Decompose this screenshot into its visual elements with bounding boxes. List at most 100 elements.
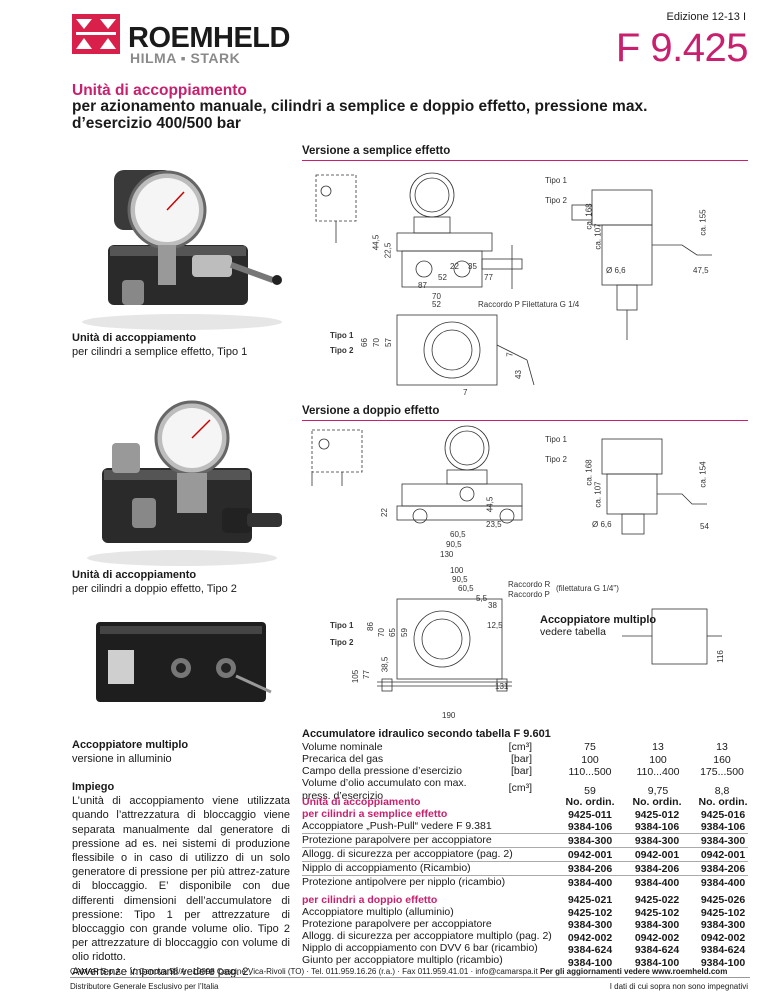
spec-value: 59 (584, 784, 596, 797)
order-code: 9425-102 (634, 906, 680, 919)
spec-value: 100 (649, 753, 667, 766)
roemheld-logo-icon (72, 14, 120, 54)
order-header: No. ordin. (698, 796, 748, 808)
caption-double: Unità di accoppiamento per cilindri a do… (72, 568, 292, 596)
dim-d-70: 70 (376, 628, 386, 637)
accoppiatore-callout-title: Accoppiatore multiplo (540, 614, 657, 626)
double-row-0-label: Accoppiatore multiplo (alluminio) (302, 906, 454, 918)
order-code: 9384-100 (567, 956, 613, 969)
order-code: 0942-001 (634, 849, 680, 861)
dim-d-65: 65 (387, 628, 397, 637)
caption-double-title: Unità di accoppiamento (72, 569, 197, 581)
document-number: F 9.425 (615, 26, 749, 70)
label-tipo1-single: Tipo 1 (545, 176, 567, 185)
order-code: 9384-206 (700, 863, 746, 875)
order-code: 9425-016 (700, 808, 746, 821)
single-group-title-2: per cilindri a semplice effetto (302, 808, 448, 820)
single-row-2-label: Allogg. di sicurezza per accoppiatore (p… (302, 848, 513, 860)
caption-single-text: per cilindri a semplice effetto, Tipo 1 (72, 346, 248, 358)
dim-d-ca168: ca. 168 (584, 459, 594, 486)
dim-d-44-5: 44,5 (485, 496, 495, 513)
dim-d-130: 130 (440, 550, 454, 559)
raccordo-p-single: Raccordo P Filettatura G 1/4 (478, 300, 580, 309)
dim-70b: 70 (371, 338, 381, 347)
order-code: 9384-106 (700, 821, 746, 833)
raccordo-r-double: Raccordo R (508, 580, 551, 589)
raccordo-p-double: Raccordo P (508, 590, 550, 599)
dim-7a: 7 (505, 352, 515, 357)
caption-single: Unità di accoppiamento per cilindri a se… (72, 331, 292, 359)
dim-ca168: ca. 168 (584, 203, 594, 230)
spec-value: 175...500 (700, 766, 744, 778)
order-code: 9425-102 (567, 906, 613, 919)
spec-value: 160 (713, 753, 731, 766)
caption-single-title: Unità di accoppiamento (72, 332, 197, 344)
order-code: 9425-022 (634, 894, 680, 906)
section-double-heading: Versione a doppio effetto (302, 405, 440, 417)
dim-d-116: 116 (715, 650, 725, 663)
drawing-double-acting (311, 425, 722, 692)
dim-35: 35 (468, 262, 477, 271)
order-code: 9384-300 (567, 919, 613, 931)
spec-value: 9,75 (647, 784, 669, 797)
order-code: 9384-106 (634, 821, 680, 833)
page-subtitle: per azionamento manuale, cilindri a semp… (72, 98, 648, 132)
row-divider (302, 847, 748, 848)
label-tipo2-single-top: Tipo 2 (330, 346, 354, 355)
order-code: 9384-206 (634, 863, 680, 875)
dim-d-100: 100 (450, 566, 464, 575)
dim-7b: 7 (463, 388, 468, 397)
spec-value: 75 (584, 741, 596, 753)
accoppiatore-callout: Accoppiatore multiplo vedere tabella (540, 614, 656, 638)
spec-row-1-label: Precarica del gas (302, 753, 384, 765)
dim-52: 52 (438, 273, 447, 282)
footer-address: CAMAR S.p.A. · V. Genova 58/A - 10098 Ca… (70, 967, 538, 976)
order-code: 9425-012 (634, 808, 680, 821)
impiego-title: Impiego (72, 781, 115, 793)
order-code: 9425-021 (567, 894, 613, 906)
single-row-4-label: Protezione antipolvere per nipplo (ricam… (302, 876, 506, 888)
dim-52b: 52 (432, 300, 441, 309)
order-code: 9384-300 (634, 835, 680, 847)
spec-row-0-unit: [cm³] (508, 741, 532, 753)
order-code: 9425-026 (700, 894, 746, 906)
spec-row-2-label: Campo della pressione d’esercizio (302, 765, 462, 777)
dim-70: 70 (432, 292, 441, 301)
footer-distributor: Distributore Generale Esclusivo per l’It… (70, 982, 219, 991)
order-code: 0942-002 (700, 931, 746, 944)
order-header: No. ordin. (565, 796, 615, 808)
order-code: 9384-106 (567, 821, 613, 833)
caption-multi-coupler: Accoppiatore multiplo versione in allumi… (72, 738, 292, 766)
double-row-4-label: Giunto per accoppiatore multiplo (ricamb… (302, 954, 503, 966)
order-code: 0942-002 (567, 931, 613, 944)
order-code: 9384-624 (634, 944, 680, 956)
order-code: 9425-102 (700, 906, 746, 919)
spec-row-1-unit: [bar] (510, 753, 532, 765)
footer-updates-link[interactable]: Per gli aggiornamenti vedere www.roemhel… (540, 967, 728, 976)
drawing-single-acting (315, 172, 712, 386)
dim-d-54: 54 (700, 522, 709, 531)
footer-disclaimer: I dati di cui sopra non sono impegnativi (609, 982, 748, 991)
dim-22-5: 22,5 (383, 242, 393, 259)
single-col-1: No. ordin. 9425-011 9384-106 9384-300 09… (555, 796, 625, 890)
order-code: 9384-300 (567, 835, 613, 847)
brand-name: ROEMHELD (128, 22, 290, 54)
dim-d-105: 105 (351, 669, 361, 684)
spec-col-3: 13 160 175...500 8,8 (692, 741, 752, 797)
dim-44-5: 44,5 (371, 234, 381, 251)
dim-43: 43 (513, 370, 523, 379)
dim-d-59: 59 (399, 628, 409, 637)
dim-d-12-5: 12,5 (487, 621, 503, 630)
section-single-line (302, 160, 748, 161)
spec-row-0-label: Volume nominale (302, 741, 383, 753)
dim-d-60-5: 60,5 (450, 530, 466, 539)
dim-d-77: 77 (361, 670, 371, 679)
brand-subtitle: HILMA ▪ STARK (130, 50, 241, 66)
double-group-title: per cilindri a doppio effetto (302, 894, 438, 906)
label-tipo1-single-top: Tipo 1 (330, 331, 354, 340)
dim-d6-6: Ø 6,6 (606, 266, 626, 275)
order-code: 9384-300 (634, 919, 680, 931)
order-code: 0942-002 (634, 931, 680, 944)
spec-value: 100 (581, 753, 599, 766)
impiego-text: L’unità di accoppiamento viene utilizzat… (72, 795, 290, 964)
